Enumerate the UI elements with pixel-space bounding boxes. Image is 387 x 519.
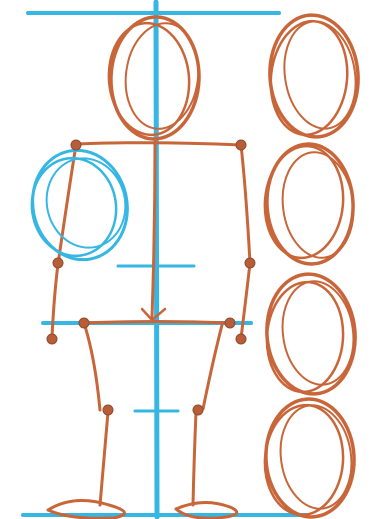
head-unit-1 (265, 12, 363, 140)
center-axis-line (156, 2, 157, 517)
left-hand-joint (47, 334, 57, 344)
right-elbow-joint (245, 258, 255, 268)
left-elbow-joint (53, 258, 63, 268)
figure-skeleton (48, 142, 250, 518)
left-shoulder-joint (71, 140, 81, 150)
left-hip-joint (79, 318, 89, 328)
left-shin-line (100, 412, 108, 505)
head-unit-4 (261, 397, 358, 519)
right-hip-line (203, 325, 222, 409)
head-unit-3 (262, 270, 360, 397)
upper-arm-guide (23, 141, 138, 268)
right-knee-joint (193, 405, 203, 415)
left-knee-joint (103, 405, 113, 415)
pelvis-line (84, 322, 230, 324)
right-hand-joint (236, 334, 246, 344)
head-unit-2 (260, 142, 359, 266)
guide-lines (23, 2, 307, 517)
right-hip-joint (225, 318, 235, 328)
left-hip-line (84, 323, 100, 410)
right-shin-line (193, 412, 196, 505)
joint-markers (47, 140, 255, 415)
right-shoulder-joint (236, 140, 246, 150)
head-units-column (260, 12, 363, 519)
torso-right-side (241, 145, 250, 338)
